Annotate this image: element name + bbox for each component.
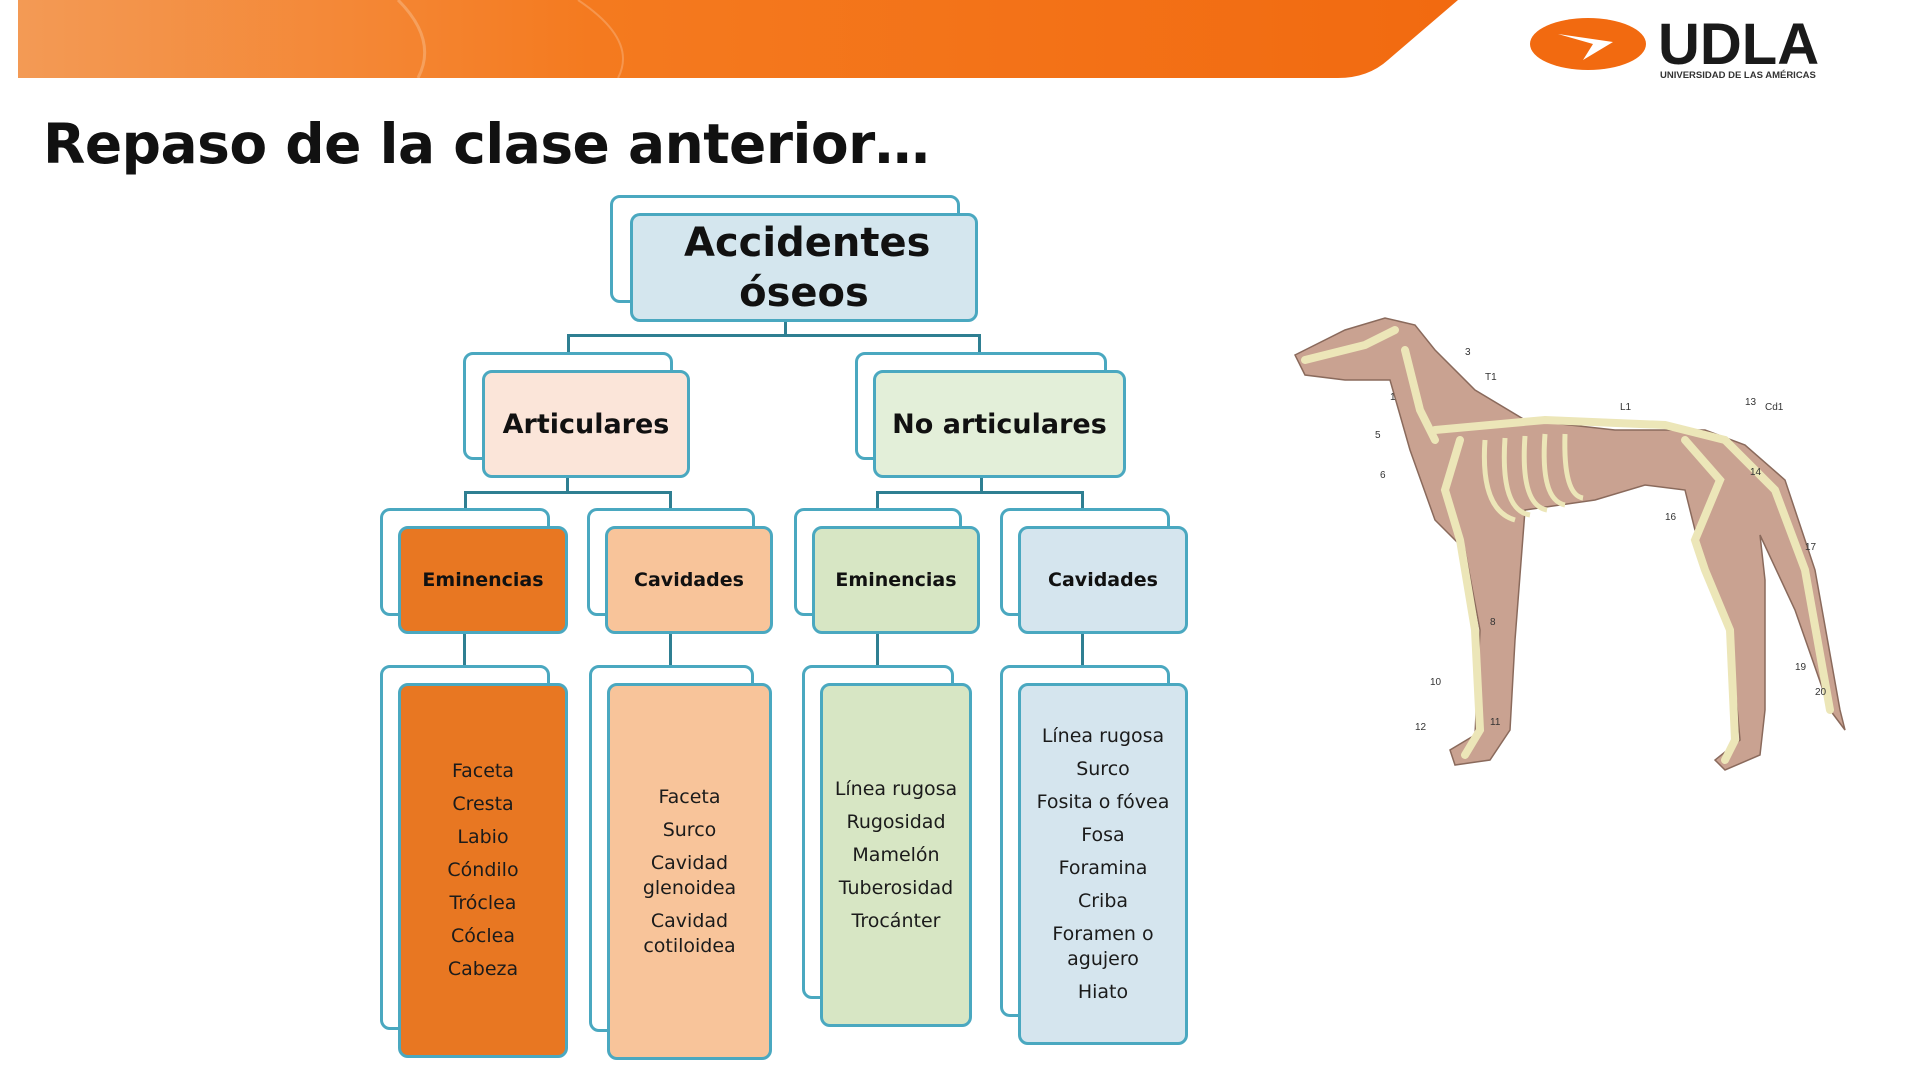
node-eminencias-0: Eminencias — [398, 526, 568, 634]
figure-label: Cd1 — [1765, 402, 1784, 413]
list-item: Tróclea — [449, 892, 517, 914]
node-articulares: Articulares — [482, 370, 690, 478]
list-item: Criba — [1077, 889, 1129, 912]
figure-label: 6 — [1380, 470, 1386, 481]
list-item: Faceta — [451, 760, 515, 782]
figure-label: 12 — [1415, 722, 1427, 733]
node-label: No articulares — [892, 408, 1107, 440]
list-item: Cavidad cotiloidea — [643, 909, 736, 957]
figure-label: T1 — [1485, 372, 1497, 383]
node-no-articulares: No articulares — [873, 370, 1126, 478]
list-item: Fosa — [1081, 823, 1125, 846]
node-label: Cavidades — [1048, 569, 1158, 591]
list-item: Cóndilo — [447, 859, 519, 881]
list-item: Surco — [662, 818, 717, 841]
figure-label: 19 — [1795, 662, 1807, 673]
list-item: Fosita o fóvea — [1036, 790, 1170, 813]
list-item: Cóclea — [451, 925, 515, 947]
figure-label: 10 — [1430, 677, 1442, 688]
figure-label: 11 — [1490, 717, 1501, 728]
list-item: Cresta — [452, 793, 514, 815]
figure-label: 13 — [1745, 397, 1757, 408]
node-label: Cavidades — [634, 569, 744, 591]
node-label: Articulares — [502, 408, 670, 440]
list-item: Hiato — [1077, 980, 1129, 1003]
figure-label: 16 — [1665, 512, 1677, 523]
list-item: Foramina — [1058, 856, 1148, 879]
node-label: Eminencias — [835, 569, 957, 591]
figure-label: 1 — [1390, 392, 1396, 403]
svg-text:UDLA: UDLA — [1658, 12, 1819, 77]
figure-label: 3 — [1465, 347, 1471, 358]
list-item: Línea rugosa — [834, 777, 958, 800]
list-item: Línea rugosa — [1041, 724, 1165, 747]
list-item: Faceta — [658, 785, 721, 808]
list-item: Tuberosidad — [838, 876, 954, 899]
list-item: Rugosidad — [846, 810, 946, 833]
root-node: Accidentes óseos — [630, 213, 978, 322]
list-item: Cabeza — [447, 958, 519, 980]
root-label: Accidentes óseos — [684, 219, 931, 316]
figure-label: 17 — [1805, 542, 1817, 553]
list-item: Trocánter — [851, 909, 941, 932]
udla-logo: UDLA UNIVERSIDAD DE LAS AMÉRICAS — [1528, 12, 1898, 84]
node-eminencias-2: Eminencias — [812, 526, 980, 634]
list-item: Labio — [457, 826, 509, 848]
list-item: Mamelón — [852, 843, 940, 866]
header-banner — [18, 0, 1458, 78]
slide-title: Repaso de la clase anterior… — [43, 112, 930, 176]
svg-text:UNIVERSIDAD DE LAS AMÉRICAS: UNIVERSIDAD DE LAS AMÉRICAS — [1660, 70, 1816, 81]
figure-label: 20 — [1815, 687, 1827, 698]
list-item: Foramen o agujero — [1052, 922, 1154, 970]
node-label: Eminencias — [422, 569, 544, 591]
figure-label: L1 — [1620, 402, 1632, 413]
node-cavidades-3: Cavidades — [1018, 526, 1188, 634]
figure-label: 8 — [1490, 617, 1496, 628]
list-item: Surco — [1076, 757, 1130, 780]
figure-label: 5 — [1375, 430, 1381, 441]
list-item: Cavidad glenoidea — [642, 851, 737, 899]
figure-label: 14 — [1750, 467, 1762, 478]
node-cavidades-1: Cavidades — [605, 526, 773, 634]
